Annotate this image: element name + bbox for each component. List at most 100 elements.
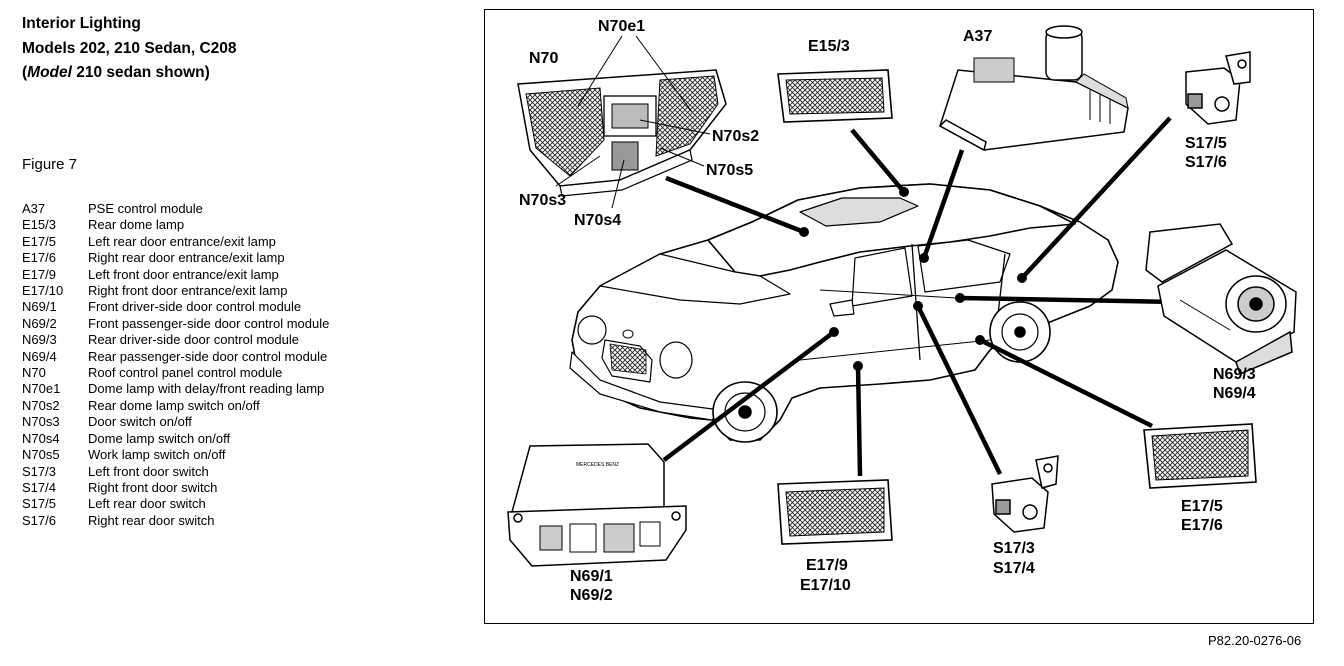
callout-n70e1: N70e1 bbox=[598, 18, 645, 35]
legend-code: N70s5 bbox=[22, 447, 60, 463]
legend-description: Rear driver-side door control module bbox=[88, 332, 299, 348]
legend-description: Front driver-side door control module bbox=[88, 299, 302, 315]
legend-description: Rear dome lamp bbox=[88, 217, 185, 233]
legend-row: N69/4 Rear passenger-side door control mo… bbox=[22, 349, 329, 365]
legend-row: N70s4 Dome lamp switch on/off bbox=[22, 431, 329, 447]
legend-code: N69/3 bbox=[22, 332, 57, 348]
callout-e15-3: E15/3 bbox=[808, 38, 850, 55]
legend-code: S17/5 bbox=[22, 496, 56, 512]
figure-label: Figure 7 bbox=[22, 156, 78, 173]
legend-description: Dome lamp switch on/off bbox=[88, 430, 231, 446]
title-line-2: Models 202, 210 Sedan, C208 bbox=[22, 39, 237, 57]
figure-reference-number: P82.20-0276-06 bbox=[1208, 633, 1302, 648]
legend-code: S17/6 bbox=[22, 512, 56, 528]
legend-code: N70s2 bbox=[22, 397, 60, 413]
legend-row: N70s3 Door switch on/off bbox=[22, 414, 329, 430]
legend-description: PSE control module bbox=[88, 201, 203, 216]
legend-row: N69/3 Rear driver-side door control modul… bbox=[22, 332, 329, 348]
legend-code: N70s3 bbox=[22, 414, 60, 430]
legend-description: Right rear door switch bbox=[88, 512, 215, 528]
callout-n69-2: N69/2 bbox=[570, 587, 613, 604]
legend-description: Work lamp switch on/off bbox=[88, 447, 226, 463]
legend-description: Right rear door entrance/exit lamp bbox=[88, 250, 285, 266]
legend-row: E17/5 Left rear door entrance/exit lamp bbox=[22, 234, 329, 250]
callout-n70: N70 bbox=[529, 50, 558, 67]
legend-description: Rear dome lamp switch on/off bbox=[88, 397, 260, 413]
legend-description: Rear passenger-side door control module bbox=[88, 348, 328, 364]
legend-code: E15/3 bbox=[22, 217, 56, 233]
legend-description: Left front door entrance/exit lamp bbox=[88, 266, 279, 282]
callout-n69-1: N69/1 bbox=[570, 568, 613, 585]
rear-dome-lamp-illustration bbox=[777, 69, 893, 123]
callout-s17-6: S17/6 bbox=[1185, 154, 1227, 171]
legend-row: S17/3 Left front door switch bbox=[22, 464, 329, 480]
legend-code: S17/4 bbox=[22, 479, 56, 495]
legend-description: Right front door switch bbox=[88, 479, 218, 495]
legend-code: E17/9 bbox=[22, 266, 56, 282]
callout-e17-9: E17/9 bbox=[806, 557, 848, 574]
title-line-3: (Model 210 sedan shown) bbox=[22, 64, 210, 81]
callout-labels: N70e1 N70 E15/3 A37 S17/5 S17/6 N70s2 N7… bbox=[519, 18, 1256, 604]
legend-row: S17/6 Right rear door switch bbox=[22, 513, 329, 529]
callout-n69-3: N69/3 bbox=[1213, 366, 1256, 383]
legend-code: S17/3 bbox=[22, 463, 56, 479]
callout-s17-3: S17/3 bbox=[993, 540, 1035, 557]
callout-e17-5: E17/5 bbox=[1181, 498, 1223, 515]
legend-description: Left front door switch bbox=[88, 463, 209, 479]
car-illustration bbox=[569, 183, 1119, 443]
rear-door-switch-illustration bbox=[1185, 51, 1251, 125]
legend-code: E17/5 bbox=[22, 233, 56, 249]
legend-description: Door switch on/off bbox=[88, 414, 192, 430]
legend-description: Right front door entrance/exit lamp bbox=[88, 283, 288, 299]
legend-row: E17/6 Right rear door entrance/exit lamp bbox=[22, 250, 329, 266]
front-door-switch-illustration bbox=[991, 455, 1059, 533]
legend-description: Left rear door switch bbox=[88, 496, 206, 512]
callout-s17-5: S17/5 bbox=[1185, 135, 1227, 152]
legend-row: N70 Roof control panel control module bbox=[22, 365, 329, 381]
module-plate-text: MERCEDES BENZ bbox=[576, 462, 619, 468]
leader-lines bbox=[662, 116, 1177, 477]
legend-description: Left rear door entrance/exit lamp bbox=[88, 233, 276, 249]
rear-door-control-module-illustration bbox=[1145, 223, 1297, 376]
leader-dots bbox=[799, 187, 1027, 371]
legend-code: N69/4 bbox=[22, 348, 57, 364]
legend-code: E17/10 bbox=[22, 283, 64, 299]
legend-code: E17/6 bbox=[22, 250, 56, 266]
roof-control-panel-illustration bbox=[517, 35, 727, 209]
legend-description: Roof control panel control module bbox=[88, 365, 283, 381]
title-block: Interior Lighting Models 202, 210 Sedan,… bbox=[22, 12, 237, 86]
callout-e17-10: E17/10 bbox=[800, 577, 851, 594]
legend-code: N69/1 bbox=[22, 299, 57, 315]
legend-code: N70s4 bbox=[22, 430, 60, 446]
callout-n70s3: N70s3 bbox=[519, 192, 566, 209]
front-door-control-module-illustration bbox=[507, 443, 687, 567]
legend-description: Dome lamp with delay/front reading lamp bbox=[88, 381, 325, 397]
front-door-entrance-lamp-illustration bbox=[777, 479, 893, 545]
pse-control-module-illustration bbox=[938, 25, 1129, 152]
callout-a37: A37 bbox=[963, 28, 992, 45]
legend-row: S17/4 Right front door switch bbox=[22, 480, 329, 496]
legend-row: E17/9 Left front door entrance/exit lamp bbox=[22, 267, 329, 283]
legend-row: N70s5 Work lamp switch on/off bbox=[22, 447, 329, 463]
legend-row: E15/3 Rear dome lamp bbox=[22, 217, 329, 233]
legend-description: Front passenger-side door control module bbox=[88, 315, 330, 331]
callout-n70s2: N70s2 bbox=[712, 128, 759, 145]
diagram-frame bbox=[484, 9, 1314, 624]
legend-row: N69/1 Front driver-side door control modu… bbox=[22, 299, 329, 315]
rear-door-entrance-lamp-illustration bbox=[1143, 423, 1257, 489]
callout-n69-4: N69/4 bbox=[1213, 385, 1256, 402]
legend-row: E17/10 Right front door entrance/exit lam… bbox=[22, 283, 329, 299]
callout-e17-6: E17/6 bbox=[1181, 517, 1223, 534]
legend-row: A37 PSE control module bbox=[22, 201, 329, 217]
legend-row: N70e1 Dome lamp with delay/front reading … bbox=[22, 381, 329, 397]
legend-row: N70s2 Rear dome lamp switch on/off bbox=[22, 398, 329, 414]
legend-row: S17/5 Left rear door switch bbox=[22, 496, 329, 512]
legend-code: N70 bbox=[22, 365, 46, 381]
legend-code: A37 bbox=[22, 201, 46, 216]
callout-n70s4: N70s4 bbox=[574, 212, 621, 229]
callout-s17-4: S17/4 bbox=[993, 560, 1035, 577]
legend-code: N70e1 bbox=[22, 381, 61, 397]
